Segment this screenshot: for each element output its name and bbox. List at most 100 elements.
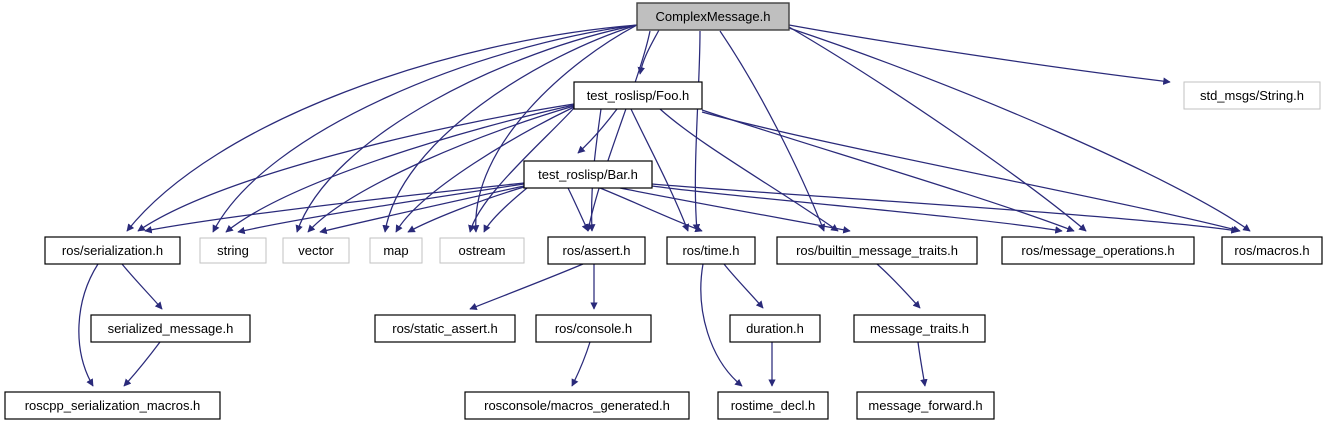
graph-node-duration[interactable]: duration.h [729,314,821,343]
graph-edge-bar-to-time [599,187,703,233]
node-box-foo [573,81,703,110]
graph-edge-foo-to-string [225,104,575,233]
graph-node-assert[interactable]: ros/assert.h [547,236,646,265]
graph-nodes: ComplexMessage.h test_roslisp/Foo.h std_ms… [4,2,1323,420]
graph-edge-time-to-rostimedecl [700,263,743,387]
node-label-string: string [217,243,249,258]
node-label-foo: test_roslisp/Foo.h [587,88,690,103]
graph-node-time[interactable]: ros/time.h [666,236,756,265]
graph-edge-time-to-duration [723,263,764,309]
node-box-builtin [776,236,978,265]
node-label-rostimedecl: rostime_decl.h [731,398,816,413]
graph-node-messagetraits[interactable]: message_traits.h [853,314,986,343]
graph-edge-complexmessage-to-vector [295,24,638,233]
graph-edge-assert-to-staticassert [469,263,584,310]
graph-edge-complexmessage-to-assert [585,30,651,232]
graph-edge-foo-to-ostream [468,107,575,233]
node-box-assert [547,236,646,265]
graph-edge-complexmessage-to-stdmsgsstring [788,24,1171,85]
graph-node-staticassert[interactable]: ros/static_assert.h [374,314,516,343]
node-box-serializedmessage [90,314,251,343]
graph-node-complexmessage[interactable]: ComplexMessage.h [636,2,790,31]
graph-edge-complexmessage-to-time [692,30,701,232]
node-label-serializedmessage: serialized_message.h [108,321,234,336]
graph-edge-bar-to-assert [567,187,589,232]
node-label-ostream: ostream [459,243,506,258]
graph-node-rostimedecl[interactable]: rostime_decl.h [717,391,829,420]
graph-node-messageforward[interactable]: message_forward.h [856,391,995,420]
graph-edge-console-to-rosconsolemacros [571,341,591,387]
node-label-messageforward: message_forward.h [868,398,982,413]
graph-edge-complexmessage-to-map [382,24,638,233]
graph-edge-complexmessage-to-messageops [788,26,1087,232]
node-box-time [666,236,756,265]
graph-edge-complexmessage-to-macros [788,27,1251,232]
graph-edge-bar-to-string [237,183,525,235]
node-box-rosconsolemacros [464,391,690,420]
node-box-vector [282,237,350,264]
graph-edges [78,24,1251,387]
graph-node-stdmsgsstring[interactable]: std_msgs/String.h [1183,81,1321,110]
node-label-roscppserializationmacros: roscpp_serialization_macros.h [25,398,201,413]
node-box-rostimedecl [717,391,829,420]
graph-node-ostream[interactable]: ostream [439,237,525,264]
graph-edge-bar-to-messageops [651,185,1063,234]
node-label-builtin: ros/builtin_message_traits.h [796,243,958,258]
graph-edge-bar-to-vector [319,185,525,235]
graph-edge-serialization-to-roscppserializationmacros [78,263,99,387]
graph-edge-builtin-to-messagetraits [876,263,921,309]
node-box-messagetraits [853,314,986,343]
graph-edge-foo-to-vector [307,105,575,233]
node-label-duration: duration.h [746,321,804,336]
node-label-assert: ros/assert.h [563,243,631,258]
graph-node-serializedmessage[interactable]: serialized_message.h [90,314,251,343]
node-box-messageops [1001,236,1195,265]
graph-node-serialization[interactable]: ros/serialization.h [44,236,181,265]
graph-node-roscppserializationmacros[interactable]: roscpp_serialization_macros.h [4,391,221,420]
node-box-messageforward [856,391,995,420]
graph-node-vector[interactable]: vector [282,237,350,264]
graph-edge-foo-to-messageops [701,109,1075,233]
graph-edge-foo-to-map [395,106,575,233]
node-box-string [199,237,267,264]
node-box-staticassert [374,314,516,343]
graph-node-string[interactable]: string [199,237,267,264]
graph-node-console[interactable]: ros/console.h [535,314,652,343]
node-label-console: ros/console.h [555,321,632,336]
node-box-bar [523,160,653,189]
graph-node-builtin[interactable]: ros/builtin_message_traits.h [776,236,978,265]
node-box-ostream [439,237,525,264]
graph-node-map[interactable]: map [369,237,423,264]
graph-edge-bar-to-macros [651,183,1239,234]
node-box-duration [729,314,821,343]
node-box-map [369,237,423,264]
graph-edge-complexmessage-to-foo [637,29,660,75]
graph-edge-foo-to-builtin [659,108,839,232]
graph-node-foo[interactable]: test_roslisp/Foo.h [573,81,703,110]
graph-edge-foo-to-macros [701,111,1241,233]
node-label-map: map [383,243,408,258]
node-box-roscppserializationmacros [4,391,221,420]
graph-edge-complexmessage-to-string [212,24,638,233]
graph-edge-bar-to-serialization [144,182,525,234]
node-label-messageops: ros/message_operations.h [1021,243,1174,258]
graph-node-bar[interactable]: test_roslisp/Bar.h [523,160,653,189]
node-label-bar: test_roslisp/Bar.h [538,167,638,182]
graph-node-messageops[interactable]: ros/message_operations.h [1001,236,1195,265]
graph-edge-complexmessage-to-serialization [126,24,638,232]
node-box-complexmessage [636,2,790,31]
node-box-serialization [44,236,181,265]
graph-edge-bar-to-ostream [483,187,528,233]
graph-edge-complexmessage-to-builtin [719,30,826,232]
graph-edge-foo-to-serialization [137,103,575,232]
graph-edge-bar-to-map [407,186,525,233]
node-box-stdmsgsstring [1183,81,1321,110]
graph-node-rosconsolemacros[interactable]: rosconsole/macros_generated.h [464,391,690,420]
node-label-time: ros/time.h [682,243,739,258]
graph-node-macros[interactable]: ros/macros.h [1221,236,1323,265]
graph-edge-complexmessage-to-ostream [471,24,638,233]
node-label-macros: ros/macros.h [1234,243,1309,258]
node-label-vector: vector [298,243,334,258]
node-label-messagetraits: message_traits.h [870,321,969,336]
